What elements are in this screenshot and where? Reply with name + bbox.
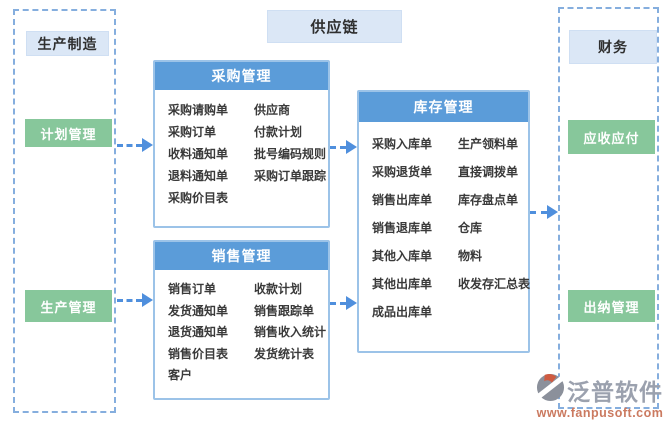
arrow-production-to-sales	[117, 293, 153, 307]
module-item: 批号编码规则	[254, 147, 327, 161]
fanpu-website-url: www.fanpusoft.com	[536, 406, 664, 420]
arrow-line	[117, 298, 142, 302]
module-item: 其他入库单	[372, 249, 433, 263]
module-item: 其他出库单	[372, 277, 433, 291]
purchase-item-column-2: 供应商付款计划批号编码规则采购订单跟踪	[254, 99, 326, 226]
module-item: 销售跟踪单	[254, 303, 315, 318]
module-item: 退货通知单	[168, 325, 229, 339]
module-item: 仓库	[458, 221, 483, 235]
sales-management-module: 销售管理 销售订单发货通知单退货通知单销售价目表客户 收款计划销售跟踪单销售收入…	[153, 240, 330, 400]
arrow-sales-to-inventory	[330, 296, 357, 310]
sales-module-title: 销售管理	[155, 242, 328, 270]
arrow-head-icon	[142, 138, 153, 152]
module-item: 采购订单	[168, 125, 217, 139]
arrow-head-icon	[142, 293, 153, 307]
module-item: 采购订单跟踪	[254, 169, 327, 183]
inventory-item-column-1: 采购入库单采购退货单销售出库单销售退库单其他入库单其他出库单成品出库单	[372, 130, 458, 351]
module-item: 收发存汇总表	[458, 277, 531, 291]
sales-item-column-1: 销售订单发货通知单退货通知单销售价目表客户	[168, 279, 254, 398]
module-item: 供应商	[254, 103, 291, 117]
production-panel-label: 生产制造	[26, 31, 109, 56]
module-item: 成品出库单	[372, 305, 433, 319]
sales-item-column-2: 收款计划销售跟踪单销售收入统计发货统计表	[254, 279, 326, 398]
module-item: 销售收入统计	[254, 325, 327, 339]
module-item: 采购入库单	[372, 137, 433, 151]
purchase-item-column-1: 采购请购单采购订单收料通知单退料通知单采购价目表	[168, 99, 254, 226]
finance-panel: 财务 应收应付 出纳管理	[558, 7, 659, 409]
module-item: 发货统计表	[254, 346, 315, 361]
module-item: 采购请购单	[168, 103, 229, 117]
arrow-head-icon	[346, 296, 357, 310]
supply-chain-title: 供应链	[267, 10, 402, 43]
fanpu-brand-name: 泛普软件	[567, 378, 663, 405]
module-item: 收款计划	[254, 282, 303, 296]
module-item: 付款计划	[254, 125, 303, 139]
inventory-item-column-2: 生产领料单直接调拨单库存盘点单仓库物料收发存汇总表	[458, 130, 530, 351]
purchase-module-body: 采购请购单采购订单收料通知单退料通知单采购价目表 供应商付款计划批号编码规则采购…	[155, 90, 328, 226]
plan-management-badge: 计划管理	[25, 119, 112, 147]
module-item: 库存盘点单	[458, 193, 519, 207]
module-item: 收料通知单	[168, 147, 229, 161]
finance-panel-label: 财务	[569, 30, 657, 64]
fanpu-logo-icon	[532, 371, 570, 408]
arrow-line	[530, 210, 547, 214]
module-item: 采购退货单	[372, 165, 433, 179]
production-management-badge: 生产管理	[25, 290, 112, 322]
arrow-line	[117, 143, 142, 147]
module-item: 销售价目表	[168, 346, 229, 361]
module-item: 采购价目表	[168, 191, 229, 205]
purchase-module-title: 采购管理	[155, 62, 328, 90]
module-item: 直接调拨单	[458, 165, 519, 179]
arrow-purchase-to-inventory	[330, 140, 357, 154]
arrow-line	[330, 145, 346, 149]
arrow-line	[330, 301, 346, 305]
module-item: 发货通知单	[168, 303, 229, 318]
sales-module-body: 销售订单发货通知单退货通知单销售价目表客户 收款计划销售跟踪单销售收入统计发货统…	[155, 270, 328, 398]
module-item: 退料通知单	[168, 169, 229, 183]
module-item: 客户	[168, 368, 193, 382]
module-item: 销售订单	[168, 282, 217, 296]
module-item: 生产领料单	[458, 137, 519, 151]
inventory-module-body: 采购入库单采购退货单销售出库单销售退库单其他入库单其他出库单成品出库单 生产领料…	[359, 122, 530, 351]
inventory-module-title: 库存管理	[359, 92, 528, 122]
production-panel: 生产制造 计划管理 生产管理	[13, 9, 116, 413]
fanpu-logo: 泛普软件 www.fanpusoft.com	[532, 371, 664, 420]
module-item: 物料	[458, 249, 483, 263]
cashier-management-badge: 出纳管理	[568, 290, 655, 322]
arrow-head-icon	[346, 140, 357, 154]
inventory-management-module: 库存管理 采购入库单采购退货单销售出库单销售退库单其他入库单其他出库单成品出库单…	[357, 90, 530, 353]
purchase-management-module: 采购管理 采购请购单采购订单收料通知单退料通知单采购价目表 供应商付款计划批号编…	[153, 60, 330, 228]
arrow-inventory-to-finance	[530, 205, 558, 219]
arrow-head-icon	[547, 205, 558, 219]
arrow-plan-to-purchase	[117, 138, 153, 152]
module-item: 销售出库单	[372, 193, 433, 207]
receivable-payable-badge: 应收应付	[568, 120, 655, 154]
module-item: 销售退库单	[372, 221, 433, 235]
